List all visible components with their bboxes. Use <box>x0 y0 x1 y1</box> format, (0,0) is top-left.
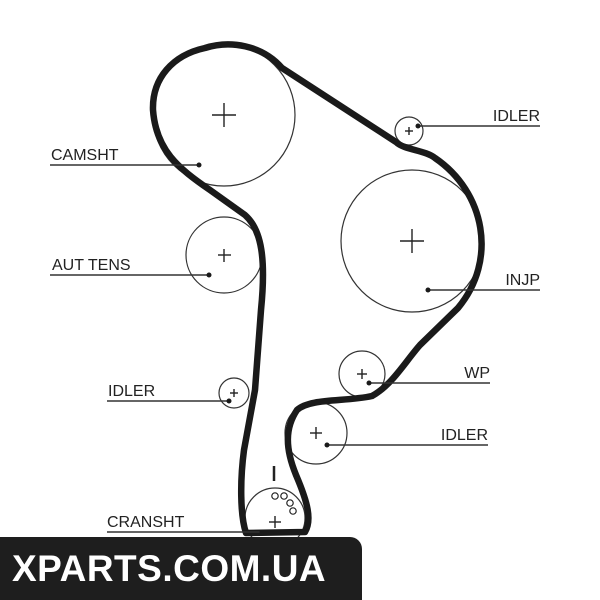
idler-left-leader <box>107 398 232 404</box>
injection-pump-center-mark <box>400 229 424 253</box>
lower-right-idler-center-mark <box>310 427 322 439</box>
camsht-leader <box>50 162 202 168</box>
idler-left-label: IDLER <box>108 383 155 400</box>
wp-leader <box>366 380 490 386</box>
auto-tensioner-center-mark <box>218 249 231 262</box>
idler-lower-right-leader <box>324 442 488 448</box>
aut-tens-leader <box>50 272 212 278</box>
wp-label: WP <box>464 365 490 382</box>
camshaft-center-mark <box>212 103 236 127</box>
camsht-label: CAMSHT <box>51 147 119 164</box>
water-pump-center-mark <box>357 369 367 379</box>
injp-leader <box>425 287 540 293</box>
aut-tens-label: AUT TENS <box>52 257 131 274</box>
idler-top-right-leader <box>415 123 540 129</box>
idler-top-right-label: IDLER <box>493 108 540 125</box>
cransht-leader <box>107 529 265 535</box>
watermark-banner: XPARTS.COM.UA <box>0 537 362 600</box>
watermark-text: XPARTS.COM.UA <box>12 547 327 589</box>
idler-lower-right-label: IDLER <box>441 427 488 444</box>
cransht-label: CRANSHT <box>107 514 185 531</box>
crankshaft-center-mark <box>269 516 281 528</box>
left-idler-center-mark <box>230 389 238 397</box>
top-right-idler-center-mark <box>405 127 413 135</box>
injp-label: INJP <box>505 272 540 289</box>
timing-belt <box>149 41 485 537</box>
crankshaft-bolt-holes <box>271 492 297 515</box>
